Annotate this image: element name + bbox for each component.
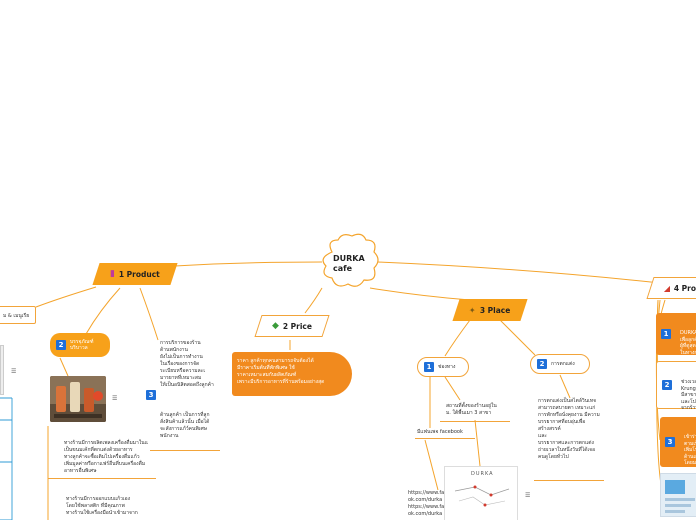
connector-place-item2-note xyxy=(559,374,571,399)
promotion-item-3[interactable]: 3 เข้าร่วม ตามเป็ เพิ่มโป ด้านเก โดยมา xyxy=(660,417,696,467)
product-service-underline xyxy=(150,450,220,451)
branch-place[interactable]: ✦ 3 Place xyxy=(452,299,528,321)
connector-product-left xyxy=(35,286,97,308)
cloud-shape xyxy=(322,233,379,287)
drinks-photo-note-icon: ☰ xyxy=(112,395,118,402)
branch-promotion[interactable]: ◢ 4 Pro xyxy=(646,277,696,299)
number-badge: 2 xyxy=(662,380,672,390)
product-item-service[interactable]: 3 การบริการของร้าน ด้านพนักงาน ยังไม่เป็… xyxy=(146,340,226,410)
left-edge-bracket xyxy=(0,397,13,520)
connector-place-note1-map xyxy=(474,419,481,467)
branch-product-label: 1 Product xyxy=(119,269,160,279)
place-icon: ✦ xyxy=(469,305,477,315)
product-note-menu: ทางร้านมีการผลิตเพลงเครื่องดื่มมาในแ เป็… xyxy=(64,440,148,474)
connector-product-item3 xyxy=(139,287,159,341)
books-icon: ▮ xyxy=(110,269,116,279)
central-topic-label: DURKA cafe xyxy=(333,254,365,273)
left-image-fragment xyxy=(0,345,4,395)
place-facebook-links[interactable]: https://www.facebo ok.com/durka https://… xyxy=(408,490,457,517)
drinks-photo-image xyxy=(50,376,106,422)
drinks-photo[interactable] xyxy=(50,376,106,422)
money-icon: ◆ xyxy=(271,321,279,331)
connector-center-place xyxy=(369,287,471,301)
map-title: DURKA xyxy=(471,471,494,477)
place-item-decor-label: การตกแต่ง xyxy=(551,361,575,367)
product-item-service-label: การบริการของร้าน ด้านพนักงาน ยังไม่เป็นก… xyxy=(160,340,214,388)
branch-price-label: 2 Price xyxy=(282,321,313,331)
branch-product[interactable]: ▮ 1 Product xyxy=(92,263,178,285)
branch-place-label: 3 Place xyxy=(480,305,511,315)
promotion-image-drawing xyxy=(665,480,695,513)
connector-product-image xyxy=(59,357,69,377)
map-note-icon: ☰ xyxy=(525,492,531,499)
connector-product-item2 xyxy=(85,287,121,335)
number-badge: 3 xyxy=(146,390,156,400)
number-badge: 2 xyxy=(537,359,547,369)
product-item-packaging-label: บรรจุภัณฑ์ บริบาวล xyxy=(70,339,94,351)
megaphone-icon: ◢ xyxy=(663,283,670,293)
product-service-extra: ด้านลูกค้า เป็นการที่ลูก สั่งสินค้าแล้วน… xyxy=(160,412,210,439)
number-badge: 3 xyxy=(665,437,675,447)
place-item-decor[interactable]: 2 การตกแต่ง xyxy=(530,354,590,374)
connector-place-item1-note1 xyxy=(444,376,461,401)
note-icon: ☰ xyxy=(11,368,17,375)
place-facebook-underline xyxy=(415,438,475,439)
connector-center-price xyxy=(304,287,323,314)
connector-place-item1 xyxy=(444,319,471,357)
map-drawing xyxy=(454,485,510,507)
price-note[interactable]: ราคา ลูกค้าทุกคนสามารถจับต้องได้ มีราคาเ… xyxy=(232,352,352,396)
left-edge-label: ม & เมนูเรีย xyxy=(3,313,30,319)
promotion-item-2-label: ช่วงเวลา Krungth มีสาขาต่อ และโปร จากร้า… xyxy=(681,379,696,411)
price-note-text: ราคา ลูกค้าทุกคนสามารถจับต้องได้ มีราคาเ… xyxy=(237,358,325,385)
left-edge-topic[interactable]: ม & เมนูเรีย xyxy=(0,306,36,324)
promotion-image[interactable] xyxy=(660,473,696,517)
place-note-decor-underline xyxy=(534,480,604,481)
promotion-item-1[interactable]: 1 DURKA เพื่อลูกค้า ผู้ที่ดูสุด ในทางการ xyxy=(656,313,696,356)
branch-promotion-label: 4 Pro xyxy=(673,283,696,293)
connector-center-product xyxy=(174,261,323,267)
branch-price[interactable]: ◆ 2 Price xyxy=(254,315,330,337)
place-note-location-underline xyxy=(440,421,510,422)
number-badge: 1 xyxy=(661,329,671,339)
place-facebook: มีแฟนเพจ facebook xyxy=(417,429,463,435)
product-note-cup: ทางร้านมีการออกแบบแก้วเอง โดยใช้พลาสติก … xyxy=(66,496,138,516)
connector-place-facebook-links xyxy=(424,439,439,491)
product-note-menu-underline xyxy=(48,478,156,479)
map-image[interactable]: DURKA xyxy=(444,466,518,520)
number-badge: 1 xyxy=(424,362,434,372)
place-item-channel[interactable]: 1 ช่องทาง xyxy=(417,357,469,377)
place-note-location: สถานที่ตั้งของร้านอยู่ใน ม. ใต้พื้นเมา 3… xyxy=(446,403,497,416)
central-topic[interactable]: DURKA cafe xyxy=(320,232,380,290)
place-item-channel-label: ช่องทาง xyxy=(438,364,456,370)
place-note-decor: การตกแต่งเป็นสไตล์วินเทจ สามารถสบายตา เห… xyxy=(538,398,600,460)
connector-center-promotion xyxy=(377,261,661,284)
promotion-item-1-label: DURKA เพื่อลูกค้า ผู้ที่ดูสุด ในทางการ xyxy=(680,330,696,356)
number-badge: 2 xyxy=(56,340,66,350)
promotion-item-3-label: เข้าร่วม ตามเป็ เพิ่มโป ด้านเก โดยมา xyxy=(684,434,696,466)
connector-place-item2 xyxy=(499,319,536,356)
promotion-item-2[interactable]: 2 ช่วงเวลา Krungth มีสาขาต่อ และโปร จากร… xyxy=(656,361,696,411)
product-item-packaging[interactable]: 2 บรรจุภัณฑ์ บริบาวล xyxy=(50,333,110,357)
